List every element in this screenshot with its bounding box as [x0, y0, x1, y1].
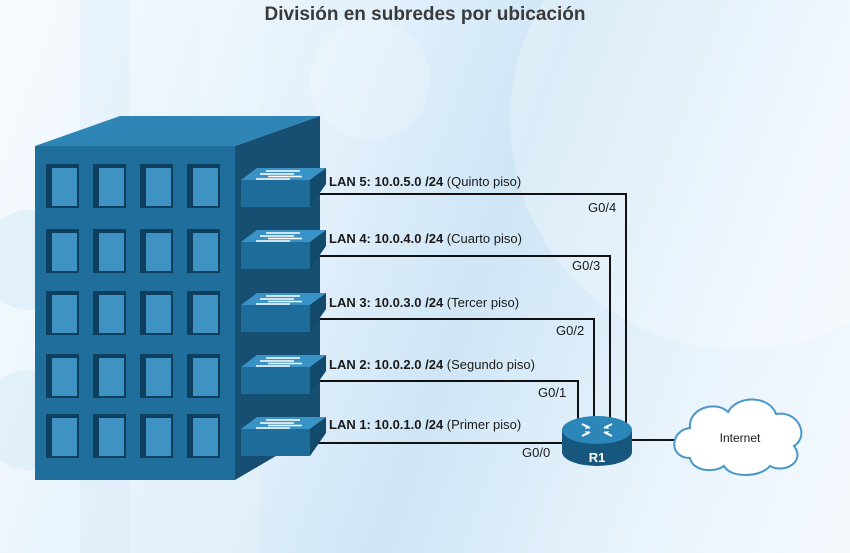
building-window	[46, 291, 79, 335]
building-window	[93, 229, 126, 273]
building-window	[93, 414, 126, 458]
page-title: División en subredes por ubicación	[264, 4, 586, 25]
link-lan2	[310, 380, 579, 428]
building-window	[46, 164, 79, 208]
router-label: R1	[589, 450, 606, 465]
port-label-g0-1: G0/1	[538, 385, 566, 400]
lan4-label: LAN 4: 10.0.4.0 /24 (Cuarto piso)	[329, 231, 522, 246]
building-window	[140, 164, 173, 208]
building-window	[93, 354, 126, 398]
link-lan5	[310, 193, 627, 432]
port-label-g0-3: G0/3	[572, 258, 600, 273]
switch-icon	[241, 417, 326, 456]
lan3-label: LAN 3: 10.0.3.0 /24 (Tercer piso)	[329, 295, 519, 310]
cloud-label: Internet	[720, 431, 761, 445]
building-window	[140, 414, 173, 458]
port-label-g0-2: G0/2	[556, 323, 584, 338]
building-window	[140, 291, 173, 335]
building-window	[187, 229, 220, 273]
building-window	[46, 229, 79, 273]
building-window	[46, 414, 79, 458]
building-window	[93, 164, 126, 208]
switches	[241, 168, 326, 456]
cloud-icon: Internet	[673, 398, 803, 476]
building-windows	[46, 164, 220, 458]
switch-icon	[241, 168, 326, 207]
lan2-label: LAN 2: 10.0.2.0 /24 (Segundo piso)	[329, 357, 535, 372]
building-window	[187, 291, 220, 335]
building-window	[140, 229, 173, 273]
link-lan3	[310, 318, 595, 425]
switch-icon	[241, 293, 326, 332]
lan5-label: LAN 5: 10.0.5.0 /24 (Quinto piso)	[329, 174, 521, 189]
port-label-g0-4: G0/4	[588, 200, 616, 215]
link-lan4	[310, 255, 611, 428]
port-label-g0-0: G0/0	[522, 445, 550, 460]
building-window	[93, 291, 126, 335]
links	[310, 193, 680, 444]
switch-icon	[241, 355, 326, 394]
building-window	[187, 354, 220, 398]
router-icon: R1	[562, 416, 632, 466]
lan1-label: LAN 1: 10.0.1.0 /24 (Primer piso)	[329, 417, 521, 432]
building-window	[187, 414, 220, 458]
building-window	[140, 354, 173, 398]
building-window	[187, 164, 220, 208]
building-window	[46, 354, 79, 398]
switch-icon	[241, 230, 326, 269]
